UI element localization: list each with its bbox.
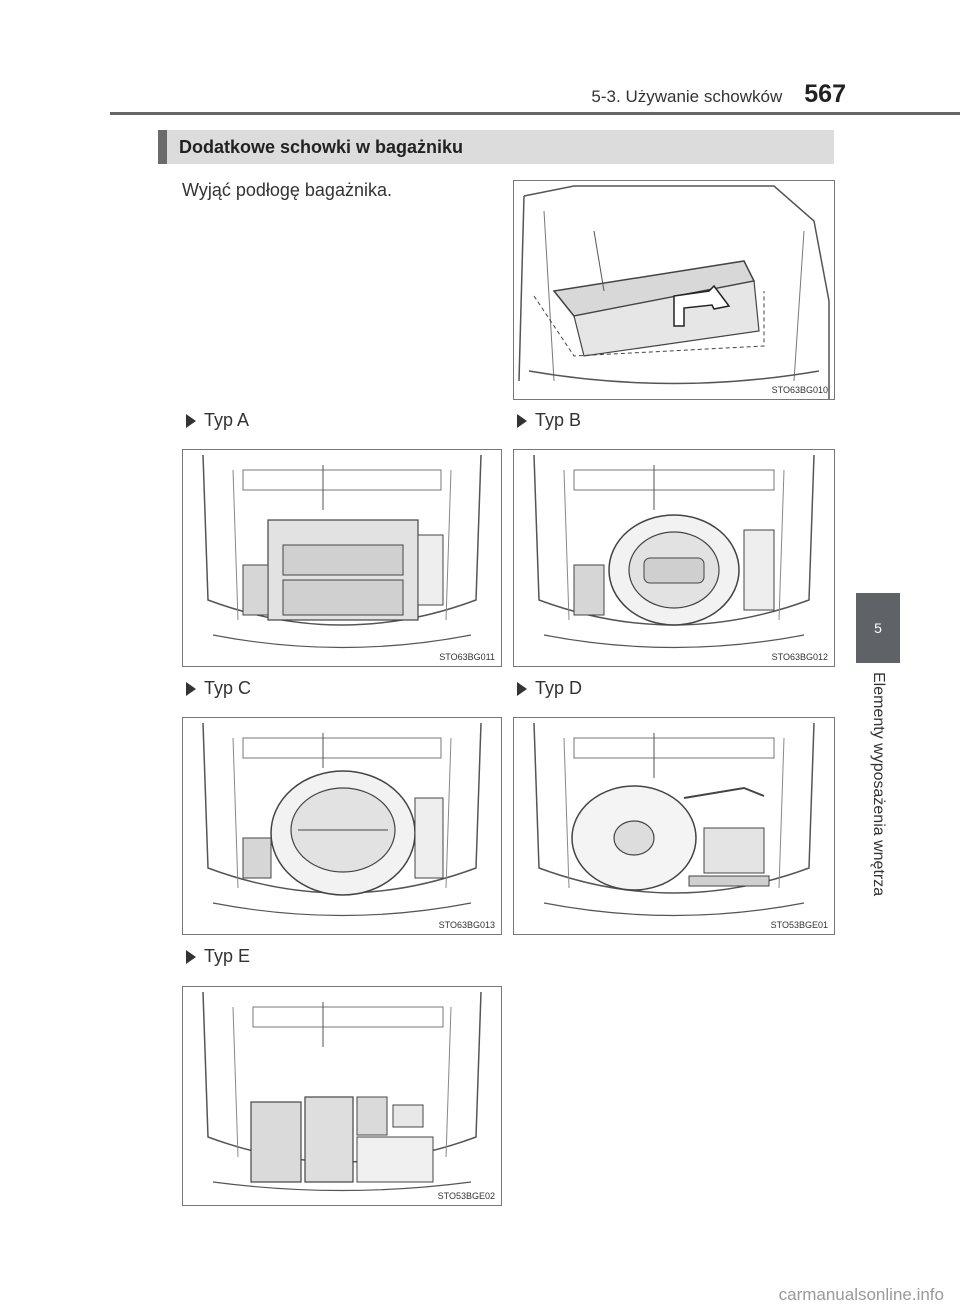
- figure-code: STO63BG013: [438, 920, 495, 930]
- figure-type-c: STO63BG013: [182, 717, 502, 935]
- type-label-e: Typ E: [186, 946, 250, 967]
- chapter-tab: 5: [856, 593, 900, 663]
- bullet-triangle-icon: [186, 949, 196, 964]
- figure-type-b: STO63BG012: [513, 449, 835, 667]
- figure-code: STO53BGE02: [437, 1191, 495, 1201]
- bullet-triangle-icon: [186, 413, 196, 428]
- type-label-c: Typ C: [186, 678, 251, 699]
- watermark: carmanualsonline.info: [778, 1285, 944, 1304]
- figure-code: STO63BG011: [439, 652, 495, 662]
- trunk-type-a-illustration: [202, 454, 482, 649]
- trunk-type-c-illustration: [202, 722, 482, 917]
- figure-code: STO63BG012: [771, 652, 828, 662]
- section-heading: Dodatkowe schowki w bagażniku: [158, 130, 834, 164]
- bullet-triangle-icon: [517, 681, 527, 696]
- section-title: 5-3. Używanie schowków: [591, 87, 783, 106]
- figure-type-a: STO63BG011: [182, 449, 502, 667]
- trunk-type-e-illustration: [202, 991, 482, 1192]
- trunk-type-b-illustration: [533, 454, 815, 649]
- trunk-floor-illustration: [518, 185, 830, 399]
- chapter-title: Elementy wyposażenia wnętrza: [870, 672, 887, 897]
- figure-type-d: STO53BGE01: [513, 717, 835, 935]
- figure-code: STO63BG010: [771, 385, 828, 395]
- bullet-triangle-icon: [186, 681, 196, 696]
- page-number: 567: [804, 80, 846, 108]
- intro-text: Wyjąć podłogę bagażnika.: [182, 180, 392, 200]
- figure-code: STO53BGE01: [770, 920, 828, 930]
- figure-remove-floor: STO63BG010: [513, 180, 835, 400]
- type-label-b: Typ B: [517, 410, 581, 431]
- page-header: 5-3. Używanie schowków 567: [591, 80, 846, 109]
- figure-type-e: STO53BGE02: [182, 986, 502, 1206]
- section-heading-text: Dodatkowe schowki w bagażniku: [179, 136, 464, 157]
- trunk-type-d-illustration: [533, 722, 815, 917]
- header-rule: [110, 112, 960, 115]
- type-label-d: Typ D: [517, 678, 582, 699]
- bullet-triangle-icon: [517, 413, 527, 428]
- type-label-a: Typ A: [186, 410, 249, 431]
